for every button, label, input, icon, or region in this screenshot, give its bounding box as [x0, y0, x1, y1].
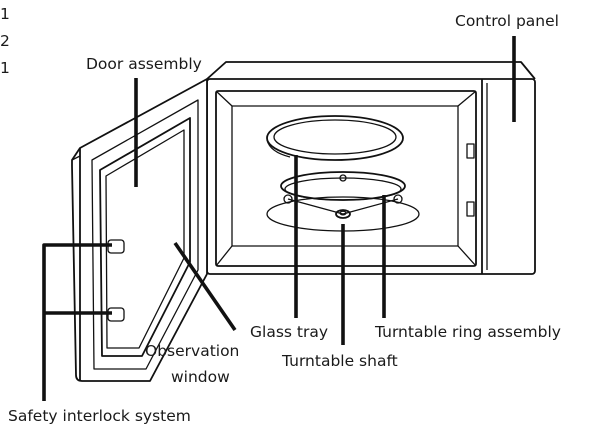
label-turntable-ring: Turntable ring assembly — [374, 323, 561, 341]
leader-lines — [42, 36, 516, 401]
shaft-hub-center — [339, 210, 347, 216]
cabinet-top — [206, 61, 536, 80]
roller-spokes — [287, 198, 399, 215]
cavity-back-wall — [231, 105, 459, 247]
door-edge-top — [71, 155, 81, 161]
observation-window-inner — [105, 129, 185, 349]
roller-wheel-right — [393, 194, 403, 204]
door-panel — [71, 78, 208, 382]
cavity-opening — [215, 90, 477, 267]
cavity-corner-tr — [457, 90, 477, 107]
index-number-2: 2 — [0, 32, 10, 50]
label-observation-line1: Observation — [145, 342, 239, 360]
label-glass-tray: Glass tray — [250, 323, 328, 341]
glass-tray — [266, 115, 404, 161]
index-number-1: 1 — [0, 5, 10, 23]
cavity-corner-br — [457, 245, 477, 267]
latch-slot-upper — [466, 143, 475, 159]
door-assembly — [71, 78, 208, 382]
roller-wheel-back — [339, 174, 347, 182]
label-observation-line2: window — [171, 368, 230, 386]
glass-tray-rim — [266, 139, 291, 158]
label-door-assembly: Door assembly — [86, 55, 202, 73]
leader-safety-upper — [42, 243, 112, 401]
label-control-panel: Control panel — [455, 12, 559, 30]
glass-tray-inner — [273, 119, 397, 155]
microwave-cabinet — [206, 61, 536, 275]
observation-window — [99, 117, 191, 357]
roller-ring-inner — [284, 177, 402, 201]
shaft-hub — [335, 209, 351, 219]
leader-observation — [173, 241, 237, 332]
roller-wheel-left — [283, 194, 293, 204]
label-turntable-shaft: Turntable shaft — [281, 352, 398, 370]
label-safety-interlock: Safety interlock system — [8, 407, 191, 425]
door-inner-frame — [91, 99, 199, 370]
index-number-3: 1 — [0, 59, 10, 77]
latch-slot-lower — [466, 201, 475, 217]
cabinet-front — [206, 78, 536, 275]
cavity-corner-tl — [215, 90, 233, 107]
cavity-corner-bl — [215, 245, 233, 267]
